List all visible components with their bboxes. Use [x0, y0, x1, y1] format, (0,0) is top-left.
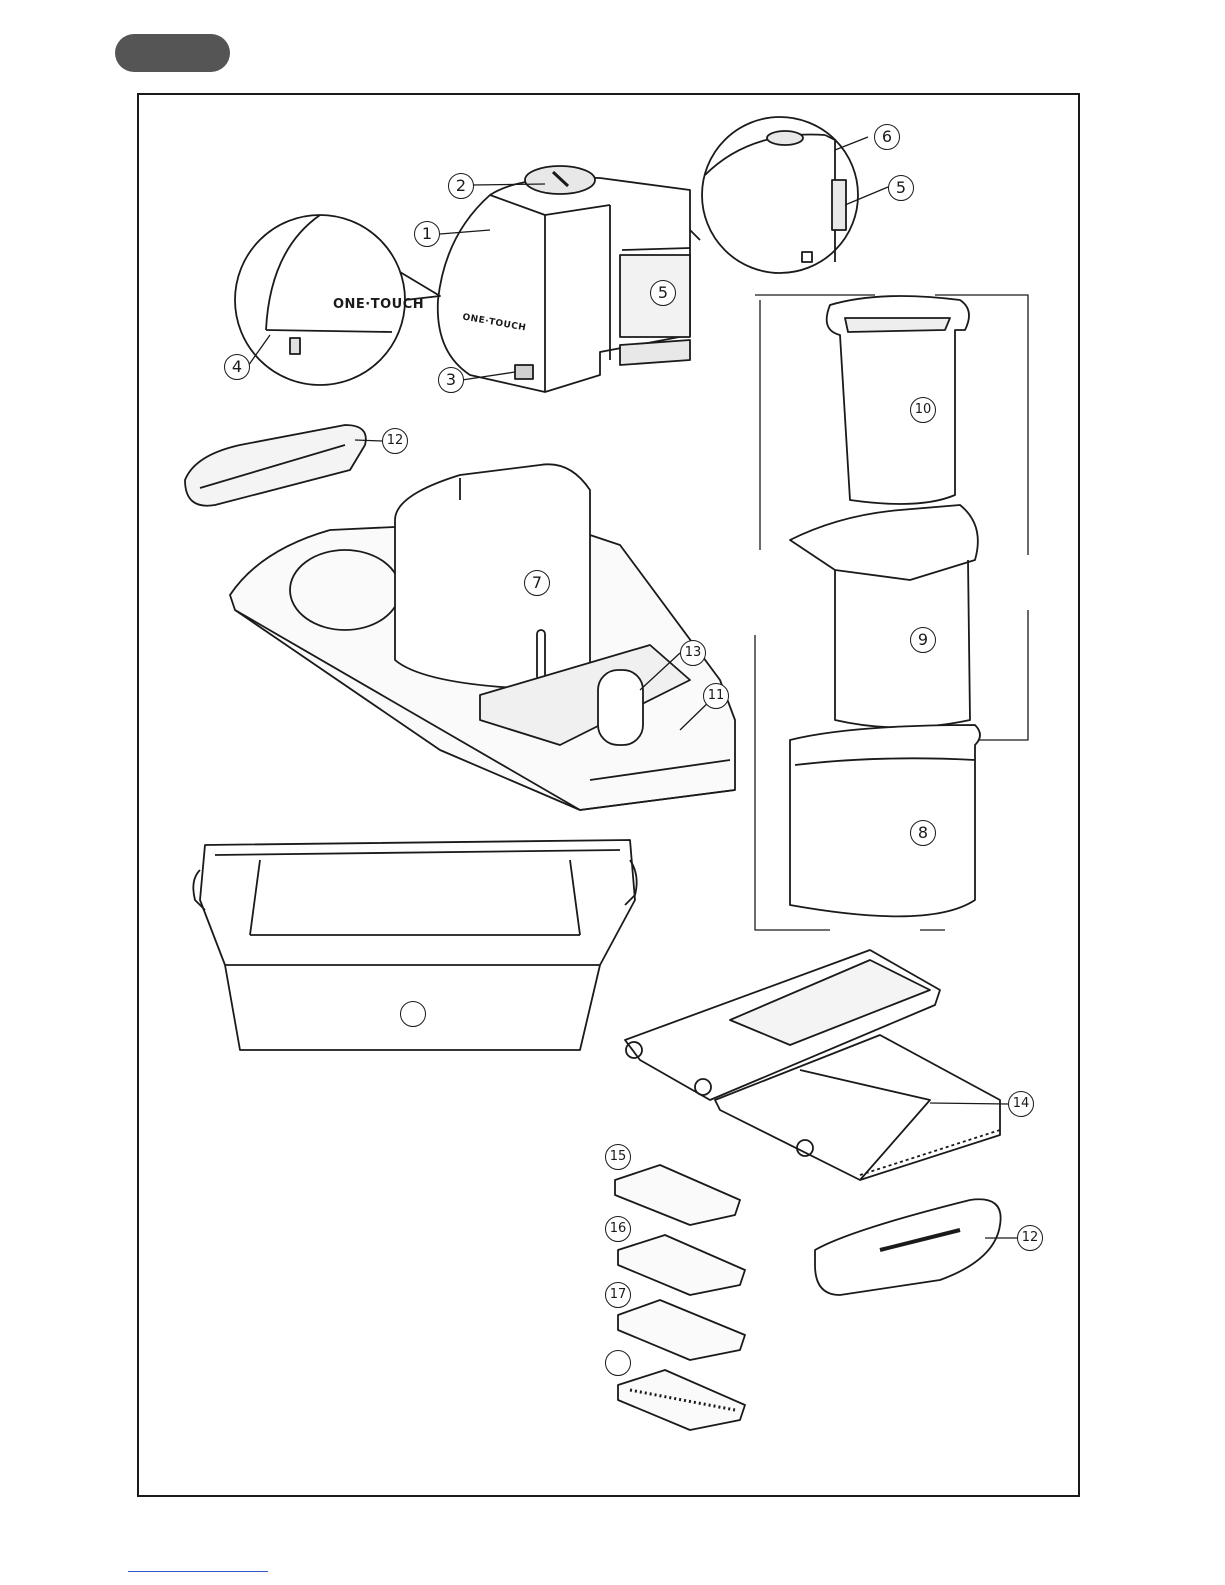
callout-13: 13	[680, 640, 706, 666]
callout-2: 2	[448, 173, 474, 199]
footer-link-underline	[128, 1571, 268, 1572]
callout-14: 14	[1008, 1091, 1034, 1117]
callout-10: 10	[910, 397, 936, 423]
callout-4: 4	[224, 354, 250, 380]
callout-12a: 12	[382, 428, 408, 454]
end-cap-bottom	[815, 1199, 1001, 1295]
callout-8: 8	[910, 820, 936, 846]
blade-inserts	[615, 1165, 745, 1430]
end-cap-top	[185, 425, 366, 506]
stacked-containers	[755, 295, 1028, 930]
callout-12b: 12	[1017, 1225, 1043, 1251]
callout-17: 17	[605, 1282, 631, 1308]
callout-1: 1	[414, 221, 440, 247]
brand-logo-zoom: ONE·TOUCH	[333, 297, 424, 312]
callout-15: 15	[605, 1144, 631, 1170]
callout-11: 11	[703, 683, 729, 709]
callout-7: 7	[524, 570, 550, 596]
callout-3: 3	[438, 367, 464, 393]
slider-base	[230, 464, 735, 810]
callout-tray-blank	[400, 1001, 426, 1027]
callout-18-blank	[605, 1350, 631, 1376]
motor-unit	[438, 166, 690, 392]
callout-5b: 5	[888, 175, 914, 201]
callout-6: 6	[874, 124, 900, 150]
zoom-detail-right	[690, 117, 858, 273]
blade-holder	[625, 950, 1000, 1180]
callout-5a: 5	[650, 280, 676, 306]
callout-16: 16	[605, 1216, 631, 1242]
callout-9: 9	[910, 627, 936, 653]
